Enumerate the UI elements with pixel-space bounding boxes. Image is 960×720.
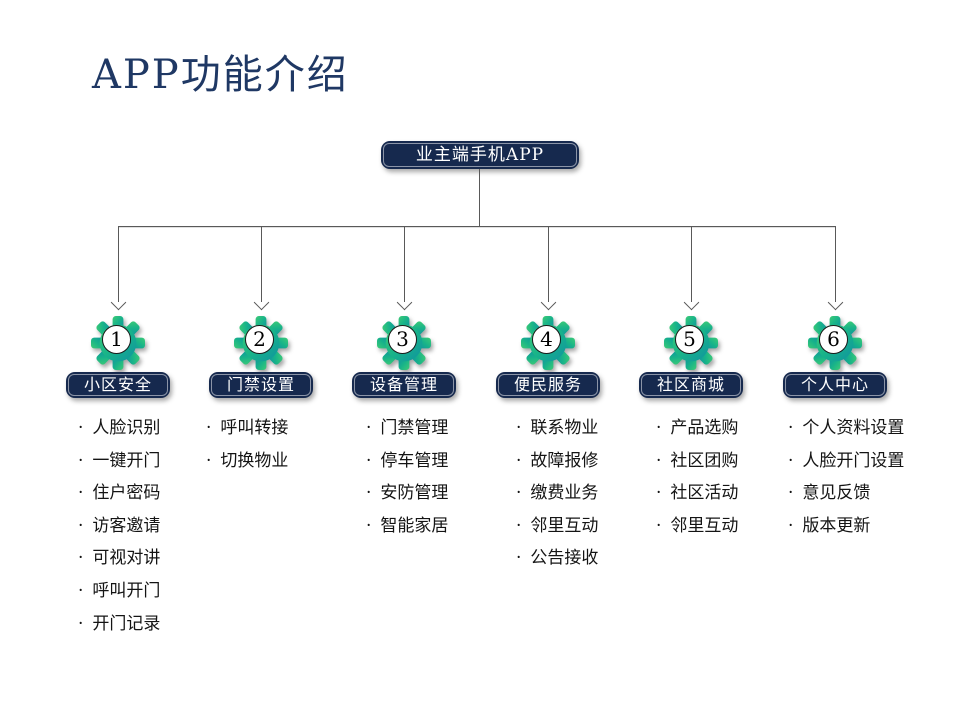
branch-line-4 <box>548 226 549 302</box>
root-node-label: 业主端手机APP <box>415 145 545 165</box>
feature-item: 门禁管理 <box>366 412 464 445</box>
feature-item: 社区活动 <box>656 477 751 510</box>
feature-list: 产品选购 社区团购 社区活动 邻里互动 <box>656 412 751 542</box>
feature-item: 访客邀请 <box>78 510 178 543</box>
branch-line-2 <box>261 226 262 302</box>
feature-item: 开门记录 <box>78 608 178 641</box>
gear-icon: 4 <box>521 316 575 370</box>
category-label-box: 便民服务 <box>496 372 600 398</box>
category-label-box: 社区商城 <box>639 372 743 398</box>
category-label: 设备管理 <box>369 375 438 394</box>
feature-item: 人脸开门设置 <box>788 445 904 478</box>
feature-item: 意见反馈 <box>788 477 895 510</box>
feature-item: 安防管理 <box>366 477 464 510</box>
branch-line-3 <box>404 226 405 302</box>
branch-number: 1 <box>102 325 131 354</box>
feature-item: 缴费业务 <box>516 477 608 510</box>
feature-list: 个人资料设置 人脸开门设置 意见反馈 版本更新 <box>788 412 904 543</box>
root-node: 业主端手机APP <box>381 141 579 169</box>
category-label: 社区商城 <box>656 375 725 394</box>
branch-column-5: 5 社区商城 产品选购 社区团购 社区活动 邻里互动 <box>631 316 751 542</box>
feature-item: 呼叫开门 <box>78 575 178 608</box>
feature-list: 联系物业 故障报修 缴费业务 邻里互动 公告接收 <box>516 412 608 575</box>
gear-icon: 5 <box>664 316 718 370</box>
feature-item: 产品选购 <box>656 412 751 445</box>
feature-item: 住户密码 <box>78 477 178 510</box>
feature-item: 呼叫转接 <box>206 412 321 445</box>
horizontal-branch-line <box>118 226 836 227</box>
feature-item: 可视对讲 <box>78 542 178 575</box>
gear-icon: 2 <box>234 316 288 370</box>
branch-number: 2 <box>245 325 274 354</box>
feature-item: 个人资料设置 <box>788 412 904 445</box>
page-title: APP功能介绍 <box>92 52 349 98</box>
down-arrow-icon <box>253 294 270 311</box>
category-label-box: 设备管理 <box>352 372 456 398</box>
category-label-box: 个人中心 <box>783 372 887 398</box>
branch-column-4: 4 便民服务 联系物业 故障报修 缴费业务 邻里互动 公告接收 <box>488 316 608 575</box>
feature-item: 邻里互动 <box>656 510 751 543</box>
feature-list: 人脸识别 一键开门 住户密码 访客邀请 可视对讲 呼叫开门 开门记录 <box>78 412 178 640</box>
branch-column-6: 6 个人中心 个人资料设置 人脸开门设置 意见反馈 版本更新 <box>775 316 904 543</box>
down-arrow-icon <box>396 294 413 311</box>
branch-number: 6 <box>819 325 848 354</box>
down-arrow-icon <box>683 294 700 311</box>
category-label-box: 小区安全 <box>66 372 170 398</box>
feature-item: 社区团购 <box>656 445 751 478</box>
branch-line-6 <box>835 226 836 302</box>
category-label: 小区安全 <box>83 375 152 394</box>
feature-item: 故障报修 <box>516 445 608 478</box>
gear-icon: 6 <box>808 316 862 370</box>
branch-number: 4 <box>532 325 561 354</box>
down-arrow-icon <box>827 294 844 311</box>
gear-icon: 3 <box>377 316 431 370</box>
feature-item: 切换物业 <box>206 445 321 478</box>
feature-item: 智能家居 <box>366 510 464 543</box>
branch-number: 3 <box>388 325 417 354</box>
root-stem-line <box>479 169 480 226</box>
feature-item: 一键开门 <box>78 445 178 478</box>
down-arrow-icon <box>110 294 127 311</box>
feature-list: 呼叫转接 切换物业 <box>206 412 321 477</box>
gear-icon: 1 <box>91 316 145 370</box>
down-arrow-icon <box>540 294 557 311</box>
branch-column-3: 3 设备管理 门禁管理 停车管理 安防管理 智能家居 <box>344 316 464 542</box>
category-label-box: 门禁设置 <box>209 372 313 398</box>
feature-item: 邻里互动 <box>516 510 608 543</box>
feature-item: 人脸识别 <box>78 412 178 445</box>
branch-line-5 <box>691 226 692 302</box>
category-label: 便民服务 <box>513 375 582 394</box>
feature-item: 版本更新 <box>788 510 895 543</box>
category-label: 门禁设置 <box>226 375 295 394</box>
feature-item: 公告接收 <box>516 542 608 575</box>
feature-item: 联系物业 <box>516 412 608 445</box>
branch-number: 5 <box>675 325 704 354</box>
branch-line-1 <box>118 226 119 302</box>
feature-list: 门禁管理 停车管理 安防管理 智能家居 <box>366 412 464 542</box>
branch-column-2: 2 门禁设置 呼叫转接 切换物业 <box>201 316 321 477</box>
category-label: 个人中心 <box>800 375 869 394</box>
branch-column-1: 1 小区安全 人脸识别 一键开门 住户密码 访客邀请 可视对讲 呼叫开门 开门记… <box>58 316 178 640</box>
feature-item: 停车管理 <box>366 445 464 478</box>
